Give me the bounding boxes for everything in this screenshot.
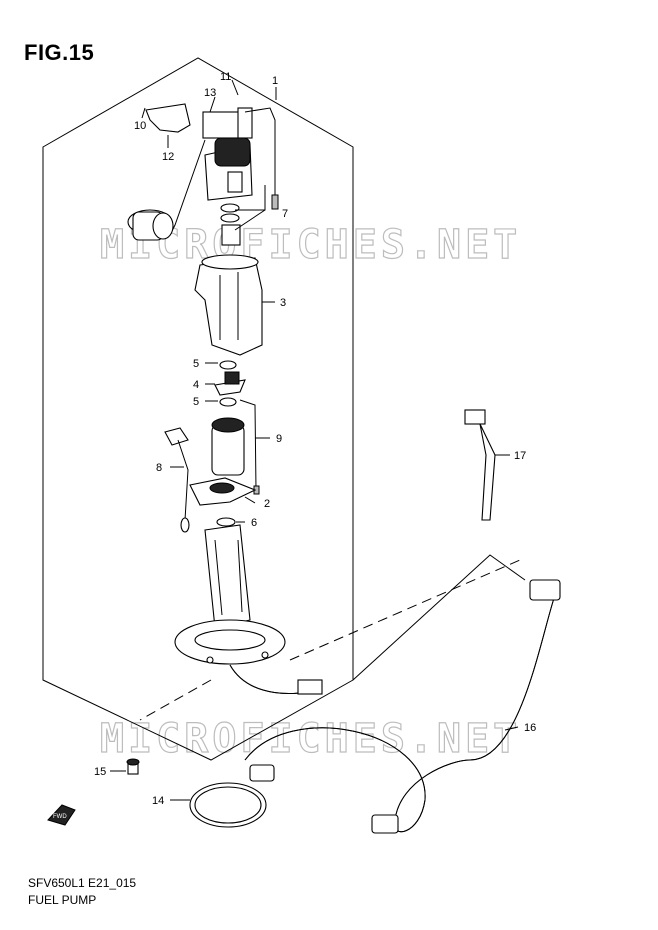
callout-6: 6	[251, 517, 257, 529]
callout-1: 1	[272, 75, 278, 87]
part-fuel-hose	[229, 579, 561, 834]
callout-2: 2	[264, 498, 270, 510]
callout-15: 15	[94, 766, 106, 778]
callout-11: 11	[220, 71, 231, 83]
figure-title: FIG.15	[24, 40, 95, 65]
part-fuel-level-float	[127, 139, 206, 241]
callout-4: 4	[193, 379, 199, 391]
part-bolt	[126, 758, 140, 775]
section-name: FUEL PUMP	[28, 893, 97, 907]
fwd-arrow-icon: FWD	[47, 804, 76, 826]
part-pump-case	[194, 254, 263, 356]
part-fuel-pump	[211, 399, 260, 495]
model-code: SFV650L1 E21_015	[28, 876, 137, 890]
callout-13: 13	[204, 87, 216, 99]
callout-12: 12	[162, 151, 174, 163]
svg-text:FWD: FWD	[53, 814, 67, 820]
part-connector-bracket	[145, 103, 279, 210]
part-o-ring-upper	[219, 360, 237, 370]
part-pump-plate	[174, 524, 286, 665]
callout-3: 3	[280, 297, 286, 309]
callout-14: 14	[152, 795, 164, 807]
callout-7: 7	[282, 208, 288, 220]
callout-9: 9	[276, 433, 282, 445]
part-o-ring-6	[216, 517, 236, 527]
callout-5b: 5	[193, 396, 199, 408]
callout-5: 5	[193, 358, 199, 370]
callout-16: 16	[524, 722, 536, 734]
callout-17: 17	[514, 450, 526, 462]
part-o-ring-lower	[219, 397, 237, 407]
part-cable-tie	[464, 409, 496, 521]
callout-10: 10	[134, 120, 146, 132]
part-ground-wire	[164, 427, 190, 533]
callout-8: 8	[156, 462, 162, 474]
watermark-bottom: MICROFICHES.NET	[100, 716, 521, 762]
